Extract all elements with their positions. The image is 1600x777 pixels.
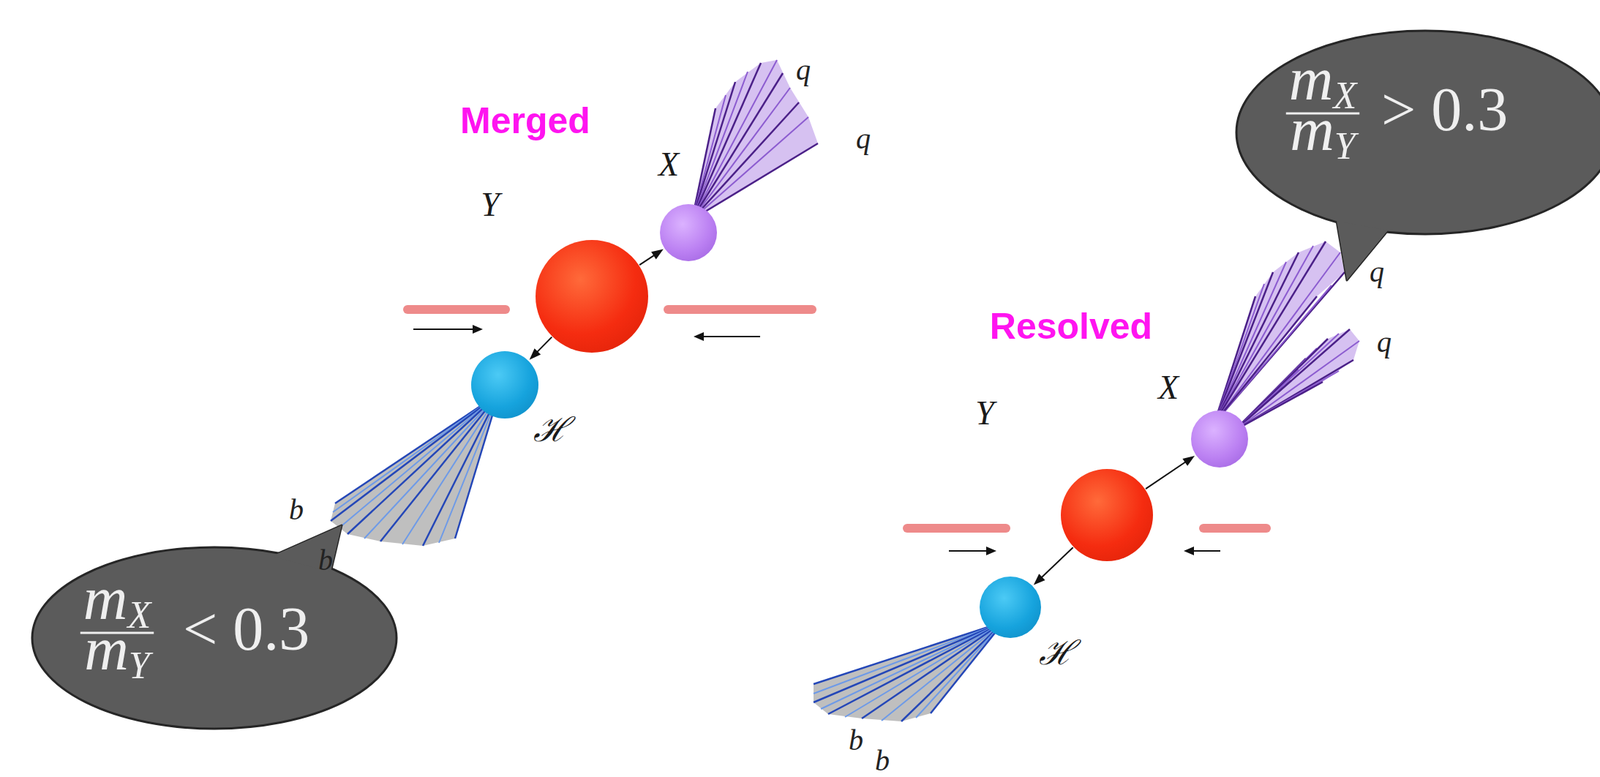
- decay-arrow: [639, 249, 664, 266]
- decay-line: [1145, 460, 1189, 490]
- jet-track: [692, 71, 748, 220]
- fraction-symbol: m: [84, 618, 129, 680]
- particle-label: X: [658, 147, 679, 182]
- jet-track: [1234, 370, 1339, 431]
- arrowhead: [529, 348, 541, 360]
- jet-track: [881, 621, 1004, 721]
- jet-track: [338, 393, 499, 529]
- speech-bubble: mXmY< 0.3: [30, 545, 398, 731]
- topology-label: Merged: [460, 102, 591, 140]
- jet-track: [915, 621, 1004, 718]
- fraction-symbol: m: [1289, 98, 1335, 161]
- b-jet-cone: [813, 621, 1004, 722]
- arrowhead: [1033, 573, 1046, 585]
- jet-track: [692, 73, 783, 220]
- particle-x-circle: X: [659, 204, 717, 262]
- b-quark-label: b: [288, 495, 304, 525]
- arrowhead: [651, 249, 664, 260]
- fraction-subscript: X: [127, 596, 151, 635]
- particle-label: ℋ: [1038, 636, 1075, 671]
- decay-arrow: [1033, 547, 1074, 585]
- b-quark-label: b: [848, 725, 864, 756]
- topology-label: Resolved: [989, 308, 1153, 345]
- quark-label: q: [1376, 327, 1392, 358]
- beam-bar: [403, 305, 510, 314]
- jet-track: [828, 621, 1004, 715]
- jet-track: [844, 621, 1004, 717]
- arrowhead: [1182, 455, 1195, 467]
- ratio-bound: < 0.3: [182, 598, 310, 660]
- jet-track: [813, 621, 1004, 703]
- bubble-body: [1236, 30, 1600, 235]
- beam-arrowhead: [693, 332, 704, 341]
- jet-cone: [1234, 329, 1360, 431]
- particle-label: X: [1158, 370, 1179, 405]
- b-quark-label: b: [874, 746, 890, 776]
- ratio-bound: > 0.3: [1381, 79, 1508, 141]
- resonance-y-circle: Y: [1060, 468, 1153, 562]
- fraction-subscript: X: [1332, 76, 1357, 115]
- jet-track: [930, 621, 1004, 714]
- particle-label: Y: [975, 396, 995, 431]
- jet-track: [364, 393, 499, 539]
- beam-arrow: [1192, 550, 1221, 552]
- beam-bar: [1199, 523, 1271, 533]
- jet-track: [692, 117, 809, 220]
- higgs-circle: ℋ: [471, 351, 539, 419]
- beam-arrow: [413, 328, 475, 330]
- jet-track: [692, 102, 799, 220]
- jet-track: [1234, 381, 1323, 431]
- b-jet-cone: [330, 393, 499, 546]
- particle-label: Y: [480, 188, 500, 222]
- jet-track: [901, 621, 1004, 722]
- decay-line: [1038, 547, 1074, 581]
- fraction-subscript: Y: [1334, 127, 1356, 166]
- jet-track: [692, 87, 791, 220]
- beam-bar: [663, 305, 817, 314]
- speech-bubble: mXmY> 0.3: [1234, 29, 1600, 236]
- jet-track: [1234, 359, 1354, 431]
- jet-track: [1234, 340, 1360, 431]
- bubble-body: [32, 547, 397, 729]
- jet-track: [380, 393, 499, 542]
- quark-label: q: [855, 124, 871, 154]
- beam-bar: [902, 523, 1011, 533]
- jet-track: [335, 393, 499, 504]
- particle-label: ℋ: [533, 413, 570, 448]
- beam-arrowhead: [986, 546, 997, 556]
- decay-arrow: [529, 337, 553, 360]
- jet-track: [402, 393, 499, 545]
- beam-arrow: [702, 335, 761, 338]
- b-quark-label: b: [318, 545, 333, 576]
- quark-label: q: [795, 55, 811, 85]
- decay-arrow: [1145, 455, 1195, 489]
- beam-arrowhead: [1183, 546, 1194, 556]
- jet-track: [1234, 329, 1350, 431]
- jet-track: [438, 393, 499, 543]
- beam-arrow: [948, 550, 988, 552]
- jet-track: [422, 393, 499, 546]
- resonance-y-circle: Y: [535, 239, 649, 353]
- jet-track: [692, 143, 818, 220]
- fraction-subscript: Y: [128, 646, 150, 685]
- jet-track: [861, 621, 1004, 719]
- particle-x-circle: X: [1191, 410, 1249, 468]
- higgs-circle: ℋ: [979, 576, 1042, 638]
- quark-label: q: [1369, 257, 1385, 287]
- beam-arrowhead: [472, 324, 483, 334]
